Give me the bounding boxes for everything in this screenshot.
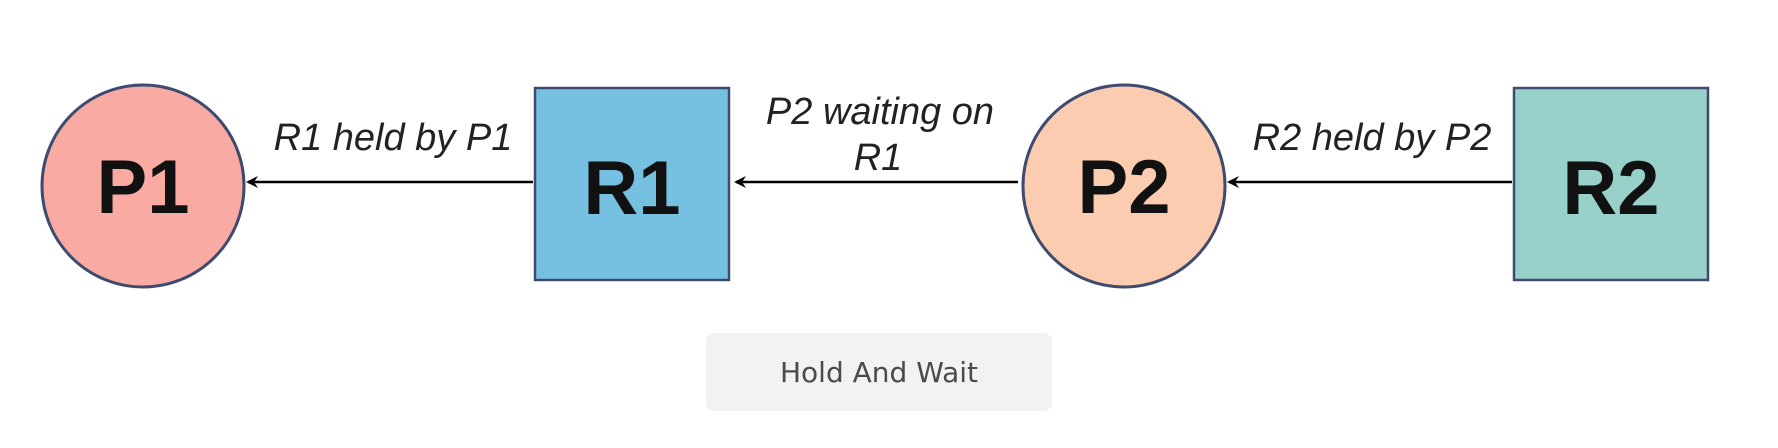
edge-label-p2-waiting-on-line2: R1 xyxy=(854,137,903,179)
process-p2-circle xyxy=(1021,83,1227,289)
resource-r1-label: R1 xyxy=(583,146,680,231)
process-p1-circle xyxy=(40,83,246,289)
resource-node-r1: R1 xyxy=(533,86,731,282)
resource-r2-label: R2 xyxy=(1562,146,1659,231)
edge-label-r1-held-by-p1: R1 held by P1 xyxy=(274,117,513,159)
edge-r1-to-p1: R1 held by P1 xyxy=(246,117,533,188)
edge-label-r2-held-by-p2: R2 held by P2 xyxy=(1253,117,1492,159)
edge-label-p2-waiting-on-line1: P2 waiting on xyxy=(766,91,994,133)
process-p1-label: P1 xyxy=(97,145,190,230)
caption-box: Hold And Wait xyxy=(706,333,1052,411)
resource-r1-square xyxy=(533,86,731,282)
caption-text: Hold And Wait xyxy=(779,355,979,389)
edge-r2-to-p2: R2 held by P2 xyxy=(1227,117,1512,188)
process-node-p2: P2 xyxy=(1021,83,1227,289)
edge-p2-to-r1: P2 waiting on R1 xyxy=(734,91,1018,188)
process-node-p1: P1 xyxy=(40,83,246,289)
resource-node-r2: R2 xyxy=(1512,86,1710,282)
resource-r2-square xyxy=(1512,86,1710,282)
process-p2-label: P2 xyxy=(1078,145,1171,230)
